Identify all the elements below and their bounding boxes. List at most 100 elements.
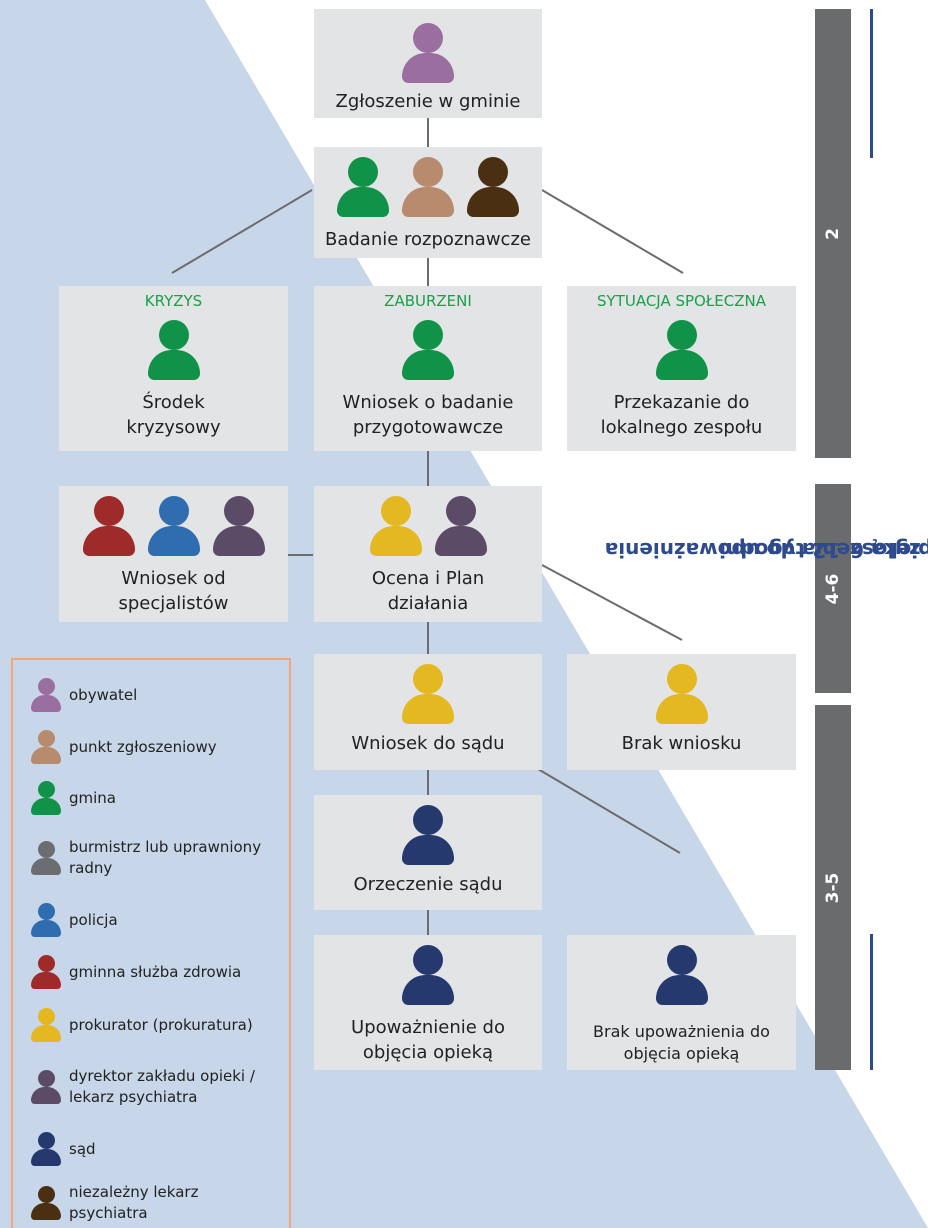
connector-line [171,189,313,274]
gmina-person-icon [147,320,200,380]
obywatel-person-icon [402,23,454,83]
role-icons [314,23,542,83]
connector-line [541,189,684,274]
role-icons [567,320,796,380]
zdrowie-person-icon [82,496,135,556]
legend-item: niezależny lekarz psychiatra [31,1182,198,1224]
legend-label: obywatel [69,685,138,704]
node-label: Wniosek o badanie przygotowawcze [342,392,514,438]
connector-line [537,768,681,854]
node-label: Ocena i Plan działania [371,568,485,614]
legend-label: burmistrz lub uprawniony radny [69,838,262,877]
dyrektor-person-icon [212,496,265,556]
legend-item: dyrektor zakładu opieki / lekarz psychia… [31,1066,255,1108]
node-zaburzeni: ZABURZENI Wniosek o badanie przygotowawc… [314,286,542,451]
punkt-person-icon [31,730,61,764]
gmina-person-icon [337,157,389,217]
legend-label: policja [69,910,118,929]
node-label: Brak wniosku [621,733,742,754]
legend: obywatel punkt zgłoszeniowy gmina burmis… [11,658,291,1228]
role-icons [59,496,288,556]
timeline-weeks-label: 3-5 [823,872,843,903]
legend-item: burmistrz lub uprawniony radny [31,837,261,879]
timeline-weeks-bar: 4-6 [815,484,851,693]
node-specjalisci: Wniosek od specjalistów [59,486,288,622]
node-label: Badanie rozpoznawcze [325,229,531,250]
node-ocena: Ocena i Plan działania [314,486,542,622]
node-brak-wniosku: Brak wniosku [567,654,796,770]
node-label: Przekazanie do lokalnego zespołu [600,392,763,438]
node-label: Brak upoważnienia do objęcia opieką [593,1022,770,1063]
prokurator-person-icon [369,496,422,556]
lekarz-person-icon [31,1186,61,1220]
zdrowie-person-icon [31,955,61,989]
prokurator-person-icon [402,664,454,724]
timeline-weeks-bar: 3-5 [815,705,851,1070]
prokurator-person-icon [31,1008,61,1042]
legend-label: sąd [69,1139,96,1158]
dyrektor-person-icon [31,1070,61,1104]
role-icons [314,496,542,556]
category-label: KRYZYS [144,292,203,310]
gmina-person-icon [655,320,708,380]
node-sytuacja-spoleczna: SYTUACJA SPOŁECZNA Przekazanie do lokaln… [567,286,796,451]
gmina-person-icon [31,781,61,815]
node-brak-upowaznienia: Brak upoważnienia do objęcia opieką [567,935,796,1070]
node-zgloszenie: Zgłoszenie w gminie [314,9,542,118]
legend-label: gmina [69,788,116,807]
prokurator-person-icon [655,664,708,724]
legend-label: dyrektor zakładu opieki / lekarz psychia… [69,1067,255,1106]
role-icons [314,320,542,380]
node-label: Orzeczenie sądu [353,874,503,895]
timeline-weeks-label: 2 [823,227,843,240]
legend-item: punkt zgłoszeniowy [31,730,217,764]
role-icons [567,664,796,724]
legend-item: obywatel [31,678,137,712]
legend-item: sąd [31,1132,96,1166]
legend-item: gminna służba zdrowia [31,955,241,989]
node-label: Wniosek od specjalistów [118,568,229,614]
sad-person-icon [655,945,708,1005]
timeline-line [870,9,873,158]
node-badanie: Badanie rozpoznawcze [314,147,542,258]
timeline-line [870,934,873,1070]
role-icons [314,157,542,217]
legend-item: policja [31,903,118,937]
timeline-weeks-bar: 2 [815,9,851,458]
node-wniosek-do-sadu: Wniosek do sądu [314,654,542,770]
obywatel-person-icon [31,678,61,712]
connector-line [541,564,683,641]
legend-label: prokurator (prokuratura) [69,1015,253,1034]
policja-person-icon [31,903,61,937]
legend-label: punkt zgłoszeniowy [69,737,217,756]
legend-label: gminna służba zdrowia [69,962,242,981]
total-duration-line-2: do objęcia opieką 6–12 tygodni [719,538,928,562]
node-upowaznienie: Upoważnienie do objęcia opieką [314,935,542,1070]
node-orzeczenie: Orzeczenie sądu [314,795,542,910]
role-icons [59,320,288,380]
role-icons [314,805,542,865]
category-label: ZABURZENI [384,292,472,310]
node-kryzys: KRYZYS Środek kryzysowy [59,286,288,451]
legend-item: prokurator (prokuratura) [31,1008,253,1042]
punkt-person-icon [402,157,454,217]
gmina-person-icon [402,320,454,380]
role-icons [314,664,542,724]
connector-lines [171,118,684,935]
category-label: SYTUACJA SPOŁECZNA [597,292,766,310]
policja-person-icon [147,496,200,556]
legend-item: gmina [31,781,116,815]
sad-person-icon [31,1132,61,1166]
role-icons [314,945,542,1005]
node-label: Środek kryzysowy [126,392,221,438]
lekarz-person-icon [467,157,519,217]
burmistrz-person-icon [31,841,61,875]
sad-person-icon [402,945,454,1005]
timeline-weeks-label: 4-6 [823,573,843,604]
legend-label: niezależny lekarz psychiatra [69,1183,199,1222]
sad-person-icon [402,805,454,865]
node-label: Upoważnienie do objęcia opieką [351,1017,505,1063]
dyrektor-person-icon [434,496,487,556]
node-label: Zgłoszenie w gminie [335,91,521,112]
role-icons [567,945,796,1005]
